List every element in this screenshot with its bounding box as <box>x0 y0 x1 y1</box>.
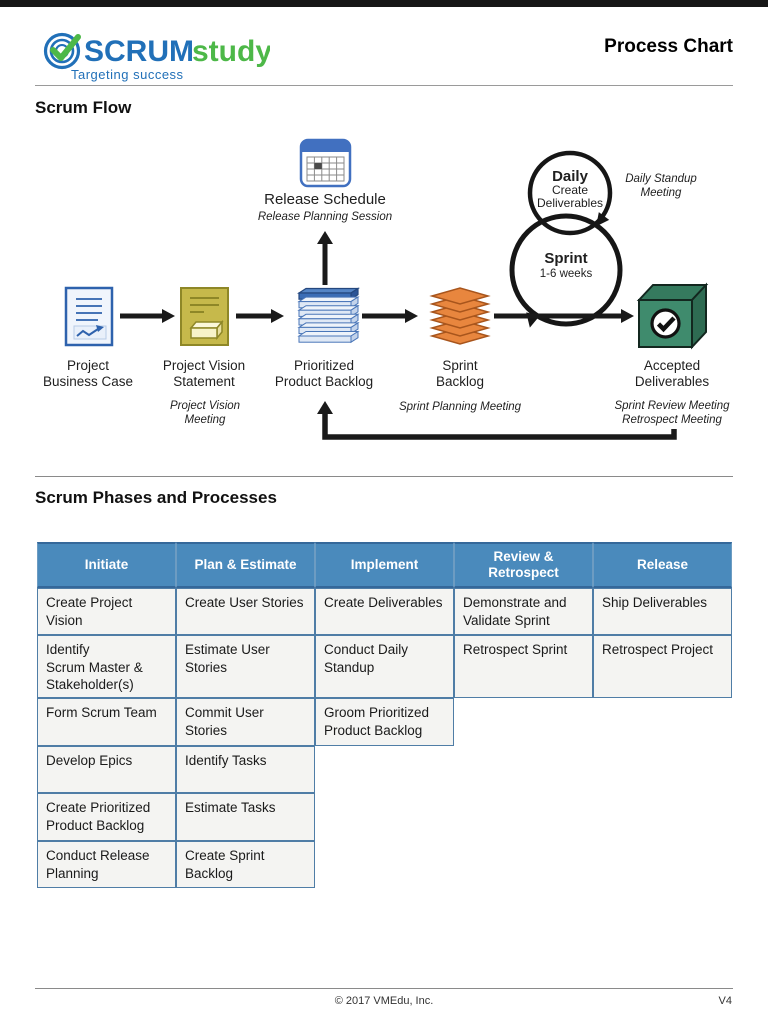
table-cell: Conduct Release Planning <box>37 841 176 888</box>
table-header-cell: Plan & Estimate <box>176 542 315 588</box>
header-divider <box>35 85 733 86</box>
project-vision-meeting-label-2: Meeting <box>185 414 227 426</box>
footer-divider <box>35 988 733 989</box>
business-case-label-2: Business Case <box>43 374 133 389</box>
product-backlog-label-2: Product Backlog <box>275 374 373 389</box>
table-cell: Demonstrate and Validate Sprint <box>454 588 593 635</box>
product-backlog-label-1: Prioritized <box>294 358 354 373</box>
table-cell: Create User Stories <box>176 588 315 635</box>
scrum-flow-heading: Scrum Flow <box>35 98 132 117</box>
business-case-document-icon <box>64 286 114 347</box>
scrum-flow-diagram: Release Schedule Release Planning Sessio… <box>43 138 730 440</box>
scrumstudy-logo: SCRUM study Targeting success <box>40 20 272 87</box>
vision-statement-document-icon <box>180 287 229 346</box>
vision-statement-label-1: Project Vision <box>163 358 245 373</box>
project-vision-meeting-label-1: Project Vision <box>170 400 240 412</box>
accepted-deliverables-label-2: Deliverables <box>635 374 710 389</box>
table-cell: Create Sprint Backlog <box>176 841 315 888</box>
feedback-arrow <box>317 401 677 440</box>
vision-statement-label-2: Statement <box>173 374 235 389</box>
calendar-icon <box>299 138 352 188</box>
daily-standup-meeting-label-1: Daily Standup <box>625 173 697 185</box>
table-cell: Estimate User Stories <box>176 635 315 698</box>
arrow-backlog-to-release-schedule <box>317 231 333 285</box>
daily-loop-sub1: Create <box>552 183 588 197</box>
table-cell: Create Prioritized Product Backlog <box>37 793 176 841</box>
table-header-cell: Implement <box>315 542 454 588</box>
table-cell: Retrospect Project <box>593 635 732 698</box>
table-cell: Retrospect Sprint <box>454 635 593 698</box>
top-black-bar <box>0 0 768 7</box>
section-divider <box>35 476 733 477</box>
page-title: Process Chart <box>604 36 733 57</box>
daily-loop-sub2: Deliverables <box>537 196 603 210</box>
sprint-backlog-label-2: Backlog <box>436 374 484 389</box>
scrum-phases-heading: Scrum Phases and Processes <box>35 488 277 507</box>
table-cell: Commit User Stories <box>176 698 315 746</box>
business-case-label-1: Project <box>67 358 109 373</box>
daily-loop-title: Daily <box>552 168 589 185</box>
logo-text-study: study <box>192 35 270 68</box>
retrospect-meeting-label: Retrospect Meeting <box>622 414 722 426</box>
table-cell: Conduct Daily Standup <box>315 635 454 698</box>
table-header-cell: Review & Retrospect <box>454 542 593 588</box>
table-cell: Form Scrum Team <box>37 698 176 746</box>
table-cell: Create Deliverables <box>315 588 454 635</box>
table-cell: Identify Tasks <box>176 746 315 793</box>
table-cell: Estimate Tasks <box>176 793 315 841</box>
daily-standup-meeting-label-2: Meeting <box>641 187 683 199</box>
footer-copyright: © 2017 VMEdu, Inc. <box>334 995 434 1007</box>
product-backlog-stack-icon <box>296 287 361 344</box>
table-header-cell: Release <box>593 542 732 588</box>
sprint-loop-sub: 1-6 weeks <box>540 268 593 280</box>
sprint-planning-meeting-label: Sprint Planning Meeting <box>399 401 522 413</box>
sprint-loop-title: Sprint <box>544 250 587 267</box>
logo-text-scrum: SCRUM <box>84 35 194 68</box>
logo-graphic: SCRUM study Targeting success <box>43 32 272 82</box>
accepted-deliverables-label-1: Accepted <box>644 358 700 373</box>
footer-version: V4 <box>718 995 732 1007</box>
table-header-cell: Initiate <box>37 542 176 588</box>
sprint-backlog-label-1: Sprint <box>442 358 478 373</box>
daily-loop-icon <box>527 150 613 236</box>
flow-arrows <box>120 309 634 323</box>
table-cell: Ship Deliverables <box>593 588 732 635</box>
release-schedule-label: Release Schedule <box>264 191 386 208</box>
table-cell: Identify Scrum Master & Stakeholder(s) <box>37 635 176 698</box>
release-planning-session-label: Release Planning Session <box>258 211 392 223</box>
table-cell: Create Project Vision <box>37 588 176 635</box>
accepted-deliverables-cube-icon <box>636 282 709 350</box>
table-cell: Develop Epics <box>37 746 176 793</box>
sprint-review-meeting-label: Sprint Review Meeting <box>614 400 730 412</box>
table-cell: Groom Prioritized Product Backlog <box>315 698 454 746</box>
logo-check-circle-icon <box>43 32 81 70</box>
logo-tagline: Targeting success <box>71 67 184 82</box>
sprint-backlog-stack-icon <box>429 287 491 345</box>
